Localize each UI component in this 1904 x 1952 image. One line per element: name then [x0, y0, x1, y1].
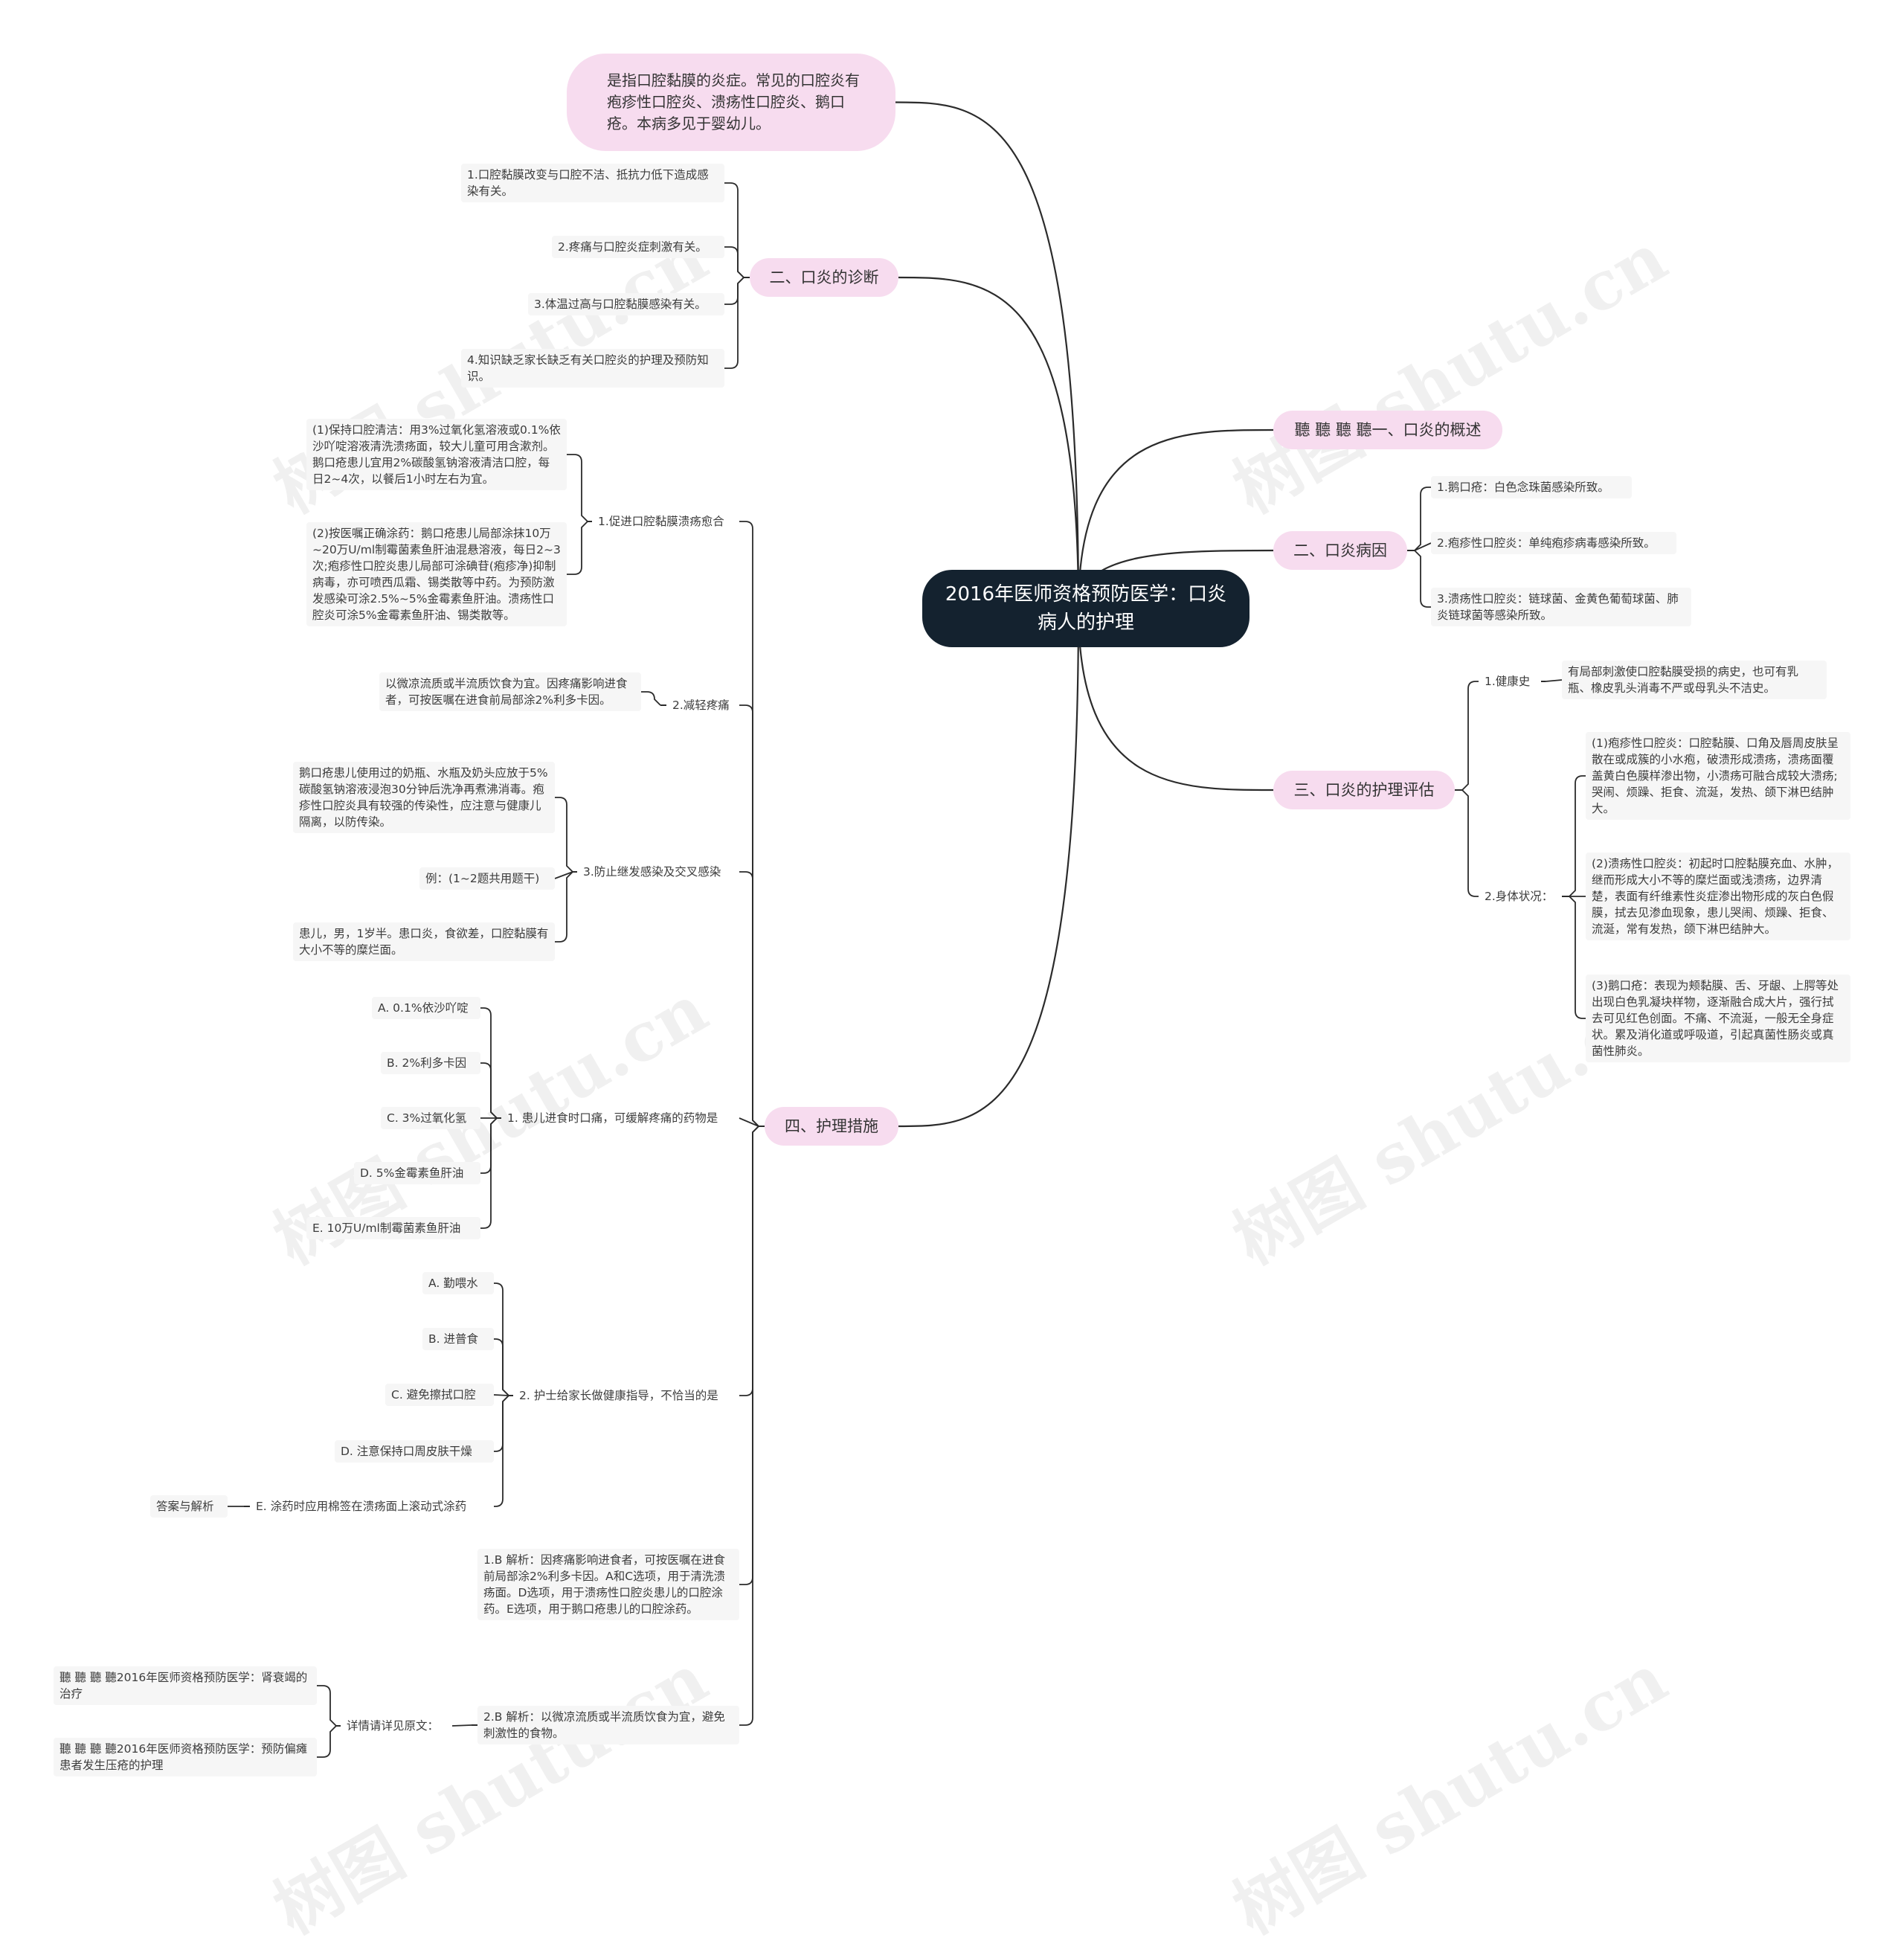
physical-status-detail[interactable]: (1)疱疹性口腔炎：口腔黏膜、口角及唇周皮肤呈散在或成簇的小水疱，破溃形成溃疡，… — [1586, 732, 1850, 820]
connector-line — [739, 1126, 759, 1726]
diagnosis-item[interactable]: 2.疼痛与口腔炎症刺激有关。 — [552, 236, 724, 258]
connector-line — [739, 871, 759, 1127]
measure-2[interactable]: 2.减轻疼痛 — [672, 699, 730, 712]
measure-3-example[interactable]: 例：(1~2题共用题干) — [419, 867, 555, 890]
connector-line — [480, 1007, 498, 1119]
measure-2-detail[interactable]: 以微凉流质或半流质饮食为宜。因疼痛影响进食者，可按医嘱在进食前局部涂2%利多卡因… — [379, 672, 641, 711]
diagnosis-item[interactable]: 3.体温过高与口腔黏膜感染有关。 — [528, 293, 724, 315]
cause-item[interactable]: 3.溃疡性口腔炎：链球菌、金黄色葡萄球菌、肺炎链球菌等感染所致。 — [1431, 588, 1691, 626]
connector-line — [1545, 679, 1563, 682]
connector-line — [1569, 896, 1586, 1019]
question-2[interactable]: 2. 护士给家长做健康指导，不恰当的是 — [519, 1389, 718, 1402]
question-1-option[interactable]: D. 5%金霉素鱼肝油 — [354, 1162, 480, 1184]
connector-line — [1569, 775, 1586, 897]
answer-1-analysis[interactable]: 1.B 解析：因疼痛影响进食者，可按医嘱在进食前局部涂2%利多卡因。A和C选项，… — [477, 1549, 739, 1620]
intro-topic[interactable]: 是指口腔黏膜的炎症。常见的口腔炎有疱疹性口腔炎、溃疡性口腔炎、鹅口疮。本病多见于… — [567, 54, 895, 151]
topic-cause[interactable]: 二、口炎病因 — [1273, 531, 1407, 570]
connector-line — [1414, 487, 1431, 551]
physical-status[interactable]: 2.身体状况： — [1485, 890, 1554, 903]
measure-3-case[interactable]: 患儿，男，1岁半。患口炎，食欲差，口腔黏膜有大小不等的糜烂面。 — [293, 922, 555, 961]
connector-line — [317, 1725, 337, 1758]
connector-line — [724, 246, 744, 278]
measure-1-detail[interactable]: (1)保持口腔清洁：用3%过氧化氢溶液或0.1%依沙吖啶溶液清洗溃疡面，较大儿童… — [306, 419, 567, 490]
physical-status-detail[interactable]: (2)溃疡性口腔炎：初起时口腔黏膜充血、水肿，继而形成大小不等的糜烂面或浅溃疡，… — [1586, 853, 1850, 940]
connector-line — [739, 1126, 759, 1585]
detail-label[interactable]: 详情请详见原文： — [347, 1719, 440, 1733]
health-history[interactable]: 1.健康史 — [1485, 675, 1531, 688]
topic-diagnosis[interactable]: 二、口炎的诊断 — [750, 258, 898, 297]
diagnosis-item[interactable]: 1.口腔黏膜改变与口腔不洁、抵抗力低下造成感染有关。 — [461, 164, 724, 202]
connector-line — [739, 704, 759, 1127]
measure-1[interactable]: 1.促进口腔黏膜溃疡愈合 — [598, 515, 724, 528]
connector-line — [555, 797, 573, 873]
connector-line — [641, 691, 661, 706]
connector-line — [555, 871, 573, 943]
health-history-detail[interactable]: 有局部刺激使口腔黏膜受损的病史，也可有乳瓶、橡皮乳头消毒不严或母乳头不洁史。 — [1562, 661, 1827, 699]
measure-3[interactable]: 3.防止继发感染及交叉感染 — [583, 865, 721, 879]
connector-line — [494, 1282, 509, 1396]
detail-link[interactable]: 聽 聽 聽 聽2016年医师资格预防医学：肾衰竭的治疗 — [54, 1666, 317, 1705]
connector-line — [567, 454, 588, 522]
answer-analysis[interactable]: 答案与解析 — [150, 1495, 228, 1518]
connector-line — [724, 182, 744, 278]
connector-line — [895, 101, 1080, 609]
connector-line — [480, 1117, 498, 1229]
connector-line — [898, 276, 1080, 609]
connector-line — [494, 1395, 509, 1507]
measure-1-detail[interactable]: (2)按医嘱正确涂药：鹅口疮患儿局部涂抹10万~20万U/ml制霉菌素鱼肝油混悬… — [306, 522, 567, 626]
connector-line — [494, 1338, 509, 1396]
connector-line — [1077, 608, 1274, 792]
connector-line — [451, 1724, 472, 1727]
question-2-option[interactable]: C. 避免擦拭口腔 — [385, 1384, 494, 1406]
connector-lines — [228, 101, 1586, 1758]
connector-line — [1077, 428, 1274, 609]
question-2-option[interactable]: E. 涂药时应用棉签在溃疡面上滚动式涂药 — [256, 1500, 467, 1513]
root-topic[interactable]: 2016年医师资格预防医学：口炎病人的护理 — [922, 570, 1250, 647]
question-2-option[interactable]: B. 进普食 — [422, 1328, 494, 1350]
connector-line — [739, 1117, 759, 1127]
connector-line — [1414, 542, 1432, 551]
connector-line — [494, 1395, 509, 1452]
connector-line — [567, 521, 588, 575]
topic-overview[interactable]: 聽 聽 聽 聽一、口炎的概述 — [1273, 411, 1502, 449]
topic-nursing-measures[interactable]: 四、护理措施 — [765, 1107, 898, 1146]
detail-link[interactable]: 聽 聽 聽 聽2016年医师资格预防医学：预防偏瘫患者发生压疮的护理 — [54, 1738, 317, 1776]
connector-line — [1461, 681, 1479, 791]
connector-line — [493, 1394, 509, 1396]
cause-item[interactable]: 2.疱疹性口腔炎：单纯疱疹病毒感染所致。 — [1431, 532, 1676, 554]
connector-line — [1461, 789, 1479, 897]
diagnosis-item[interactable]: 4.知识缺乏家长缺乏有关口腔炎的护理及预防知识。 — [461, 349, 724, 388]
question-1-option[interactable]: A. 0.1%依沙吖啶 — [372, 997, 480, 1019]
question-1-option[interactable]: B. 2%利多卡因 — [381, 1052, 480, 1074]
question-1-option[interactable]: E. 10万U/ml制霉菌素鱼肝油 — [306, 1217, 480, 1239]
measure-3-detail[interactable]: 鹅口疮患儿使用过的奶瓶、水瓶及奶头应放于5%碳酸氢钠溶液浸泡30分钟后洗净再煮沸… — [293, 762, 555, 833]
question-1-option[interactable]: C. 3%过氧化氢 — [381, 1107, 480, 1129]
answer-2-analysis[interactable]: 2.B 解析：以微凉流质或半流质饮食为宜，避免刺激性的食物。 — [477, 1706, 739, 1744]
connector-line — [724, 277, 744, 305]
connector-line — [554, 871, 573, 879]
physical-status-detail[interactable]: (3)鹅口疮：表现为颊黏膜、舌、牙龈、上腭等处出现白色乳凝块样物，逐渐融合成大片… — [1586, 975, 1850, 1062]
connector-line — [739, 1126, 759, 1396]
connector-line — [739, 521, 759, 1127]
connector-line — [480, 1062, 498, 1119]
cause-item[interactable]: 1.鹅口疮：白色念珠菌感染所致。 — [1431, 476, 1632, 498]
connector-line — [898, 608, 1080, 1128]
question-2-option[interactable]: D. 注意保持口周皮肤干燥 — [335, 1440, 494, 1463]
connector-line — [1414, 550, 1431, 608]
question-1[interactable]: 1. 患儿进食时口痛，可缓解疼痛的药物是 — [507, 1111, 718, 1125]
connector-line — [724, 277, 744, 369]
topic-assessment[interactable]: 三、口炎的护理评估 — [1273, 771, 1455, 809]
question-2-option[interactable]: A. 勤喂水 — [422, 1272, 494, 1294]
connector-line — [317, 1685, 337, 1727]
